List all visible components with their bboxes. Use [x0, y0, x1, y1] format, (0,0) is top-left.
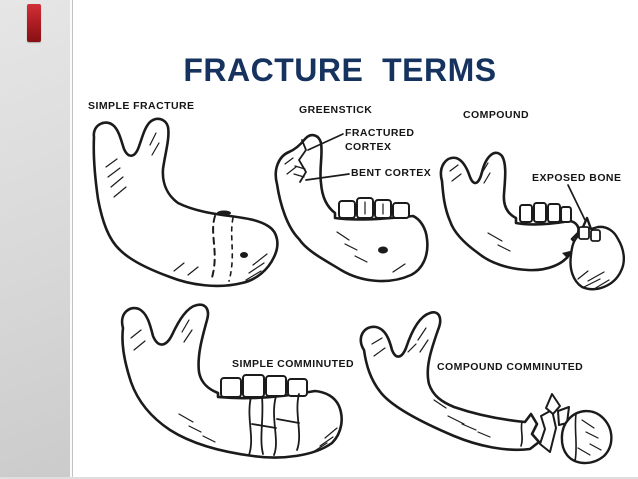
mandible-outline: [122, 305, 342, 458]
mental-foramen: [240, 252, 248, 258]
teeth: [339, 198, 409, 218]
mental-foramen: [378, 246, 388, 254]
slide-bottom-edge: [0, 477, 638, 479]
mandible-outline: [361, 312, 539, 449]
figure-label-simple-comminuted: SIMPLE COMMINUTED: [232, 358, 354, 370]
page-title: FRACTURE TERMS: [183, 52, 497, 89]
annotation-fractured-cortex-line1: FRACTURED: [345, 127, 415, 139]
figure-label-greenstick: GREENSTICK: [299, 104, 373, 116]
fragment-teeth: [579, 227, 600, 241]
hatching: [131, 320, 337, 452]
mandible-outline: [441, 153, 579, 270]
compound-comminuted-drawing: [338, 308, 638, 476]
mandible-outline: [276, 135, 428, 281]
annotation-bent-cortex: BENT CORTEX: [351, 167, 432, 179]
bone-fragments: [540, 394, 569, 452]
bent-cortex-marks: [294, 166, 305, 177]
annotation-fractured-cortex: FRACTURED CORTEX: [345, 126, 414, 154]
compound-drawing: [428, 133, 635, 315]
slide-edge-line: [72, 0, 73, 479]
leader-lines: [306, 134, 349, 180]
slide-left-margin: [0, 0, 70, 479]
simple-comminuted-drawing: [103, 298, 351, 476]
figure-label-compound: COMPOUND: [463, 109, 530, 121]
annotation-fractured-cortex-line2: CORTEX: [345, 141, 392, 153]
hatching: [106, 133, 267, 280]
mandible-outline: [94, 119, 278, 286]
greenstick-drawing: [265, 122, 440, 310]
displaced-chin-fragment: [562, 411, 612, 463]
hatching: [285, 158, 405, 272]
slide-edge-highlight: [70, 0, 72, 479]
simple-fracture-drawing: [78, 113, 288, 308]
comminuted-crack-lines: [249, 394, 299, 455]
fracture-dashed-line: [211, 216, 233, 281]
hatching: [372, 328, 601, 455]
tooth-shadow: [217, 210, 231, 216]
leader-line: [568, 185, 585, 220]
greenstick-crack: [299, 140, 306, 182]
annotation-exposed-bone: EXPOSED BONE: [532, 172, 622, 184]
figure-label-simple-fracture: SIMPLE FRACTURE: [88, 100, 195, 112]
accent-bar: [27, 4, 41, 42]
teeth: [520, 203, 571, 222]
hatching: [450, 163, 609, 289]
comminuted-crack-lines: [521, 414, 576, 461]
figure-label-compound-comminuted: COMPOUND COMMINUTED: [437, 361, 584, 373]
teeth: [221, 375, 307, 397]
fracture-gap-mark: [562, 251, 570, 259]
